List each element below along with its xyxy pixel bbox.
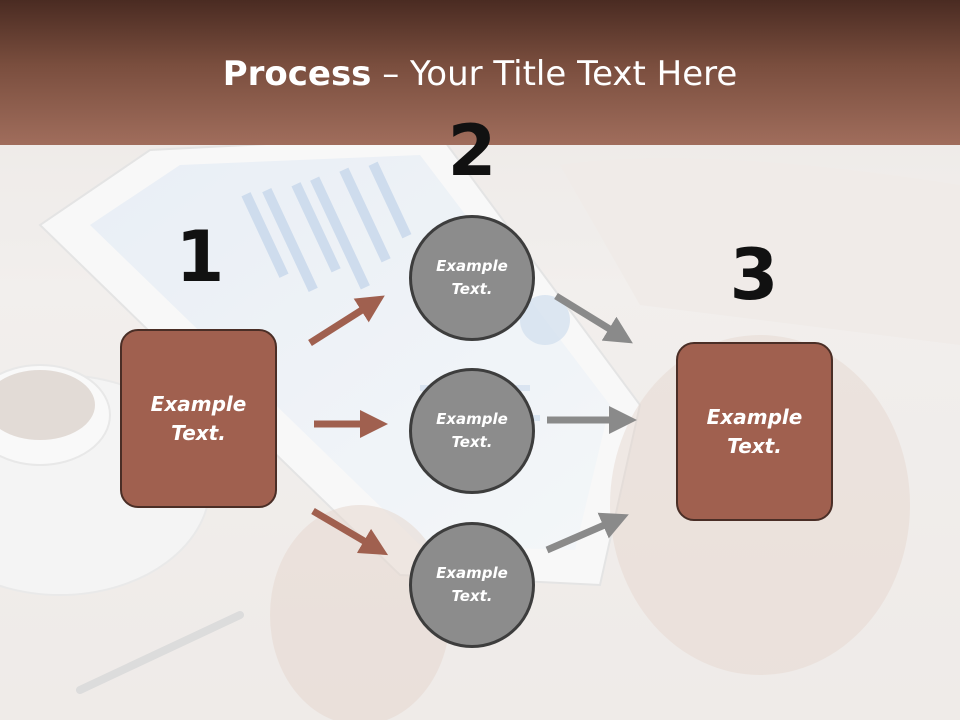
circle-middle-text: Example Text.: [436, 410, 508, 451]
circle-top: Example Text.: [409, 215, 535, 341]
slide-title: Process – Your Title Text Here: [0, 52, 960, 96]
arrow-circle-top-to-3: [554, 293, 633, 344]
source-box-text: Example Text.: [150, 391, 247, 445]
title-rest-part: – Your Title Text Here: [371, 54, 738, 94]
circle-bottom-text: Example Text.: [436, 564, 508, 605]
circle-middle: Example Text.: [409, 368, 535, 494]
source-box: Example Text.: [120, 329, 277, 508]
title-bold-part: Process: [222, 54, 372, 94]
tablet-chart-bars: [241, 161, 412, 292]
circle-bottom: Example Text.: [409, 522, 535, 648]
coffee-shape: [0, 370, 95, 440]
coffee-cup-shape: [0, 364, 111, 466]
lower-hand-shape: [270, 505, 450, 720]
arrow-1-to-circle-bottom: [311, 507, 389, 556]
circle-top-text: Example Text.: [436, 257, 508, 298]
step-number-2: 2: [447, 110, 497, 192]
arrow-1-to-circle-top: [308, 295, 385, 346]
arrow-circle-bottom-to-3: [545, 512, 629, 554]
target-box-text: Example Text.: [706, 404, 803, 458]
step-number-1: 1: [175, 216, 225, 298]
sleeve-shape: [560, 158, 960, 345]
target-box: Example Text.: [676, 342, 833, 521]
pen-shape: [76, 611, 244, 694]
step-number-3: 3: [729, 234, 779, 316]
title-bar: [0, 0, 960, 145]
